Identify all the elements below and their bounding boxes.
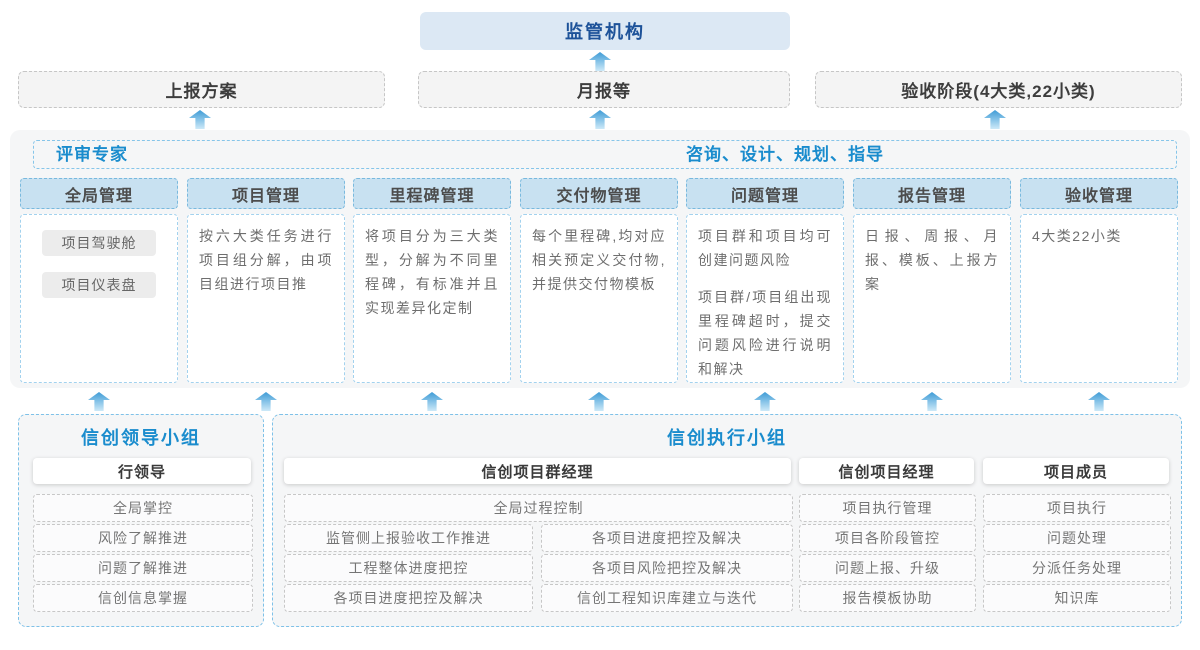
acceptance-phase-box: 验收阶段(4大类,22小类) (815, 71, 1182, 108)
col-global-mgmt-body: 项目驾驶舱 项目仪表盘 (20, 214, 178, 383)
duty-item: 项目执行管理 (799, 494, 976, 522)
col-global-mgmt-header: 全局管理 (20, 178, 178, 209)
leader-group-title: 信创领导小组 (81, 428, 201, 448)
leader-group-panel: 信创领导小组 行领导 全局掌控 风险了解推进 问题了解推进 信创信息掌握 (18, 414, 264, 627)
duty-item: 风险了解推进 (33, 524, 253, 552)
col-acceptance-mgmt-body: 4大类22小类 (1020, 214, 1178, 383)
role-bar: 行领导 (33, 458, 251, 484)
duty-item: 工程整体进度把控 (284, 554, 533, 582)
up-arrow-icon (984, 110, 1006, 129)
col-report-mgmt-header: 报告管理 (853, 178, 1011, 209)
up-arrow-icon (754, 392, 776, 411)
col-project-mgmt-header: 项目管理 (187, 178, 345, 209)
up-arrow-icon (589, 110, 611, 129)
regulator-box: 监管机构 (420, 12, 790, 50)
project-member-column: 项目成员 项目执行 问题处理 分派任务处理 知识库 (983, 458, 1171, 618)
up-arrow-icon (255, 392, 277, 411)
col-deliverable-mgmt-body: 每个里程碑,均对应相关预定义交付物,并提供交付物模板 (520, 214, 678, 383)
duty-item: 问题上报、升级 (799, 554, 976, 582)
col-issue-mgmt-header: 问题管理 (686, 178, 844, 209)
project-cockpit-chip: 项目驾驶舱 (42, 230, 156, 256)
duty-item: 信创工程知识库建立与迭代 (541, 584, 793, 612)
up-arrow-icon (189, 110, 211, 129)
project-manager-column: 信创项目经理 项目执行管理 项目各阶段管控 问题上报、升级 报告模板协助 (799, 458, 976, 618)
expert-strip: 评审专家 咨询、设计、规划、指导 (33, 140, 1177, 169)
duty-item: 项目执行 (983, 494, 1171, 522)
up-arrow-icon (921, 392, 943, 411)
issue-mgmt-para: 项目群/项目组出现里程碑超时，提交问题风险进行说明和解决 (698, 289, 832, 377)
up-arrow-icon (88, 392, 110, 411)
up-arrow-icon (589, 52, 611, 71)
duty-item: 问题了解推进 (33, 554, 253, 582)
project-dashboard-chip: 项目仪表盘 (42, 272, 156, 298)
leader-role-column: 行领导 全局掌控 风险了解推进 问题了解推进 信创信息掌握 (33, 458, 253, 618)
role-bar: 项目成员 (983, 458, 1169, 484)
role-bar: 信创项目经理 (799, 458, 974, 484)
duty-item: 各项目进度把控及解决 (541, 524, 793, 552)
up-arrow-icon (588, 392, 610, 411)
duty-item: 知识库 (983, 584, 1171, 612)
col-project-mgmt-body: 按六大类任务进行项目组分解，由项目组进行项目推 (187, 214, 345, 383)
report-plan-box: 上报方案 (18, 71, 385, 108)
duty-item: 项目各阶段管控 (799, 524, 976, 552)
duty-item: 问题处理 (983, 524, 1171, 552)
up-arrow-icon (421, 392, 443, 411)
up-arrow-icon (1088, 392, 1110, 411)
duty-item: 各项目风险把控及解决 (541, 554, 793, 582)
duty-item: 报告模板协助 (799, 584, 976, 612)
duty-item: 信创信息掌握 (33, 584, 253, 612)
issue-mgmt-para: 项目群和项目均可创建问题风险 (698, 228, 832, 268)
duty-item: 监管侧上报验收工作推进 (284, 524, 533, 552)
review-experts-label: 评审专家 (56, 145, 128, 164)
program-manager-column: 信创项目群经理 全局过程控制 监管侧上报验收工作推进 各项目进度把控及解决 工程… (284, 458, 793, 618)
exec-group-title: 信创执行小组 (667, 428, 787, 448)
col-deliverable-mgmt-header: 交付物管理 (520, 178, 678, 209)
duty-item: 全局过程控制 (284, 494, 793, 522)
col-issue-mgmt-body: 项目群和项目均可创建问题风险 项目群/项目组出现里程碑超时，提交问题风险进行说明… (686, 214, 844, 383)
col-report-mgmt-body: 日报、周报、月报、模板、上报方案 (853, 214, 1011, 383)
monthly-report-box: 月报等 (418, 71, 790, 108)
exec-group-panel: 信创执行小组 信创项目群经理 全局过程控制 监管侧上报验收工作推进 各项目进度把… (272, 414, 1182, 627)
consulting-guidance-label: 咨询、设计、规划、指导 (686, 145, 884, 164)
col-acceptance-mgmt-header: 验收管理 (1020, 178, 1178, 209)
duty-item: 各项目进度把控及解决 (284, 584, 533, 612)
duty-item: 分派任务处理 (983, 554, 1171, 582)
role-bar: 信创项目群经理 (284, 458, 791, 484)
platform-panel: 评审专家 咨询、设计、规划、指导 全局管理 项目驾驶舱 项目仪表盘 项目管理 按… (10, 130, 1190, 388)
col-milestone-mgmt-header: 里程碑管理 (353, 178, 511, 209)
duty-item: 全局掌控 (33, 494, 253, 522)
col-milestone-mgmt-body: 将项目分为三大类型，分解为不同里程碑，有标准并且实现差异化定制 (353, 214, 511, 383)
